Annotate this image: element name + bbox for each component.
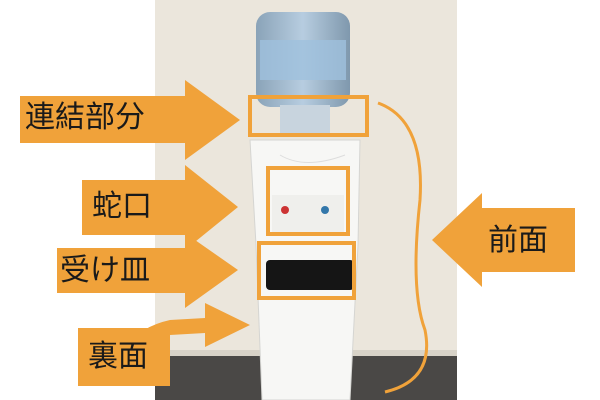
label-back: 裏面 (88, 339, 148, 374)
cooler-body (249, 139, 361, 400)
drip-tray (266, 260, 354, 290)
label-connection: 連結部分 (25, 100, 145, 135)
label-drip-tray: 受け皿 (60, 253, 150, 288)
back-arrow (118, 303, 250, 370)
back-label-box (78, 328, 170, 386)
faucet-highlight (266, 166, 350, 236)
front-arrow (432, 193, 575, 287)
connection-arrow (20, 80, 240, 160)
front-side-curve (377, 101, 429, 394)
drip-tray-arrow (57, 233, 238, 308)
label-front: 前面 (488, 223, 548, 258)
drip-tray-highlight (257, 241, 356, 300)
label-faucet: 蛇口 (92, 189, 152, 224)
faucet-arrow (82, 165, 238, 250)
connection-highlight (248, 95, 369, 137)
water-bottle (256, 12, 350, 135)
